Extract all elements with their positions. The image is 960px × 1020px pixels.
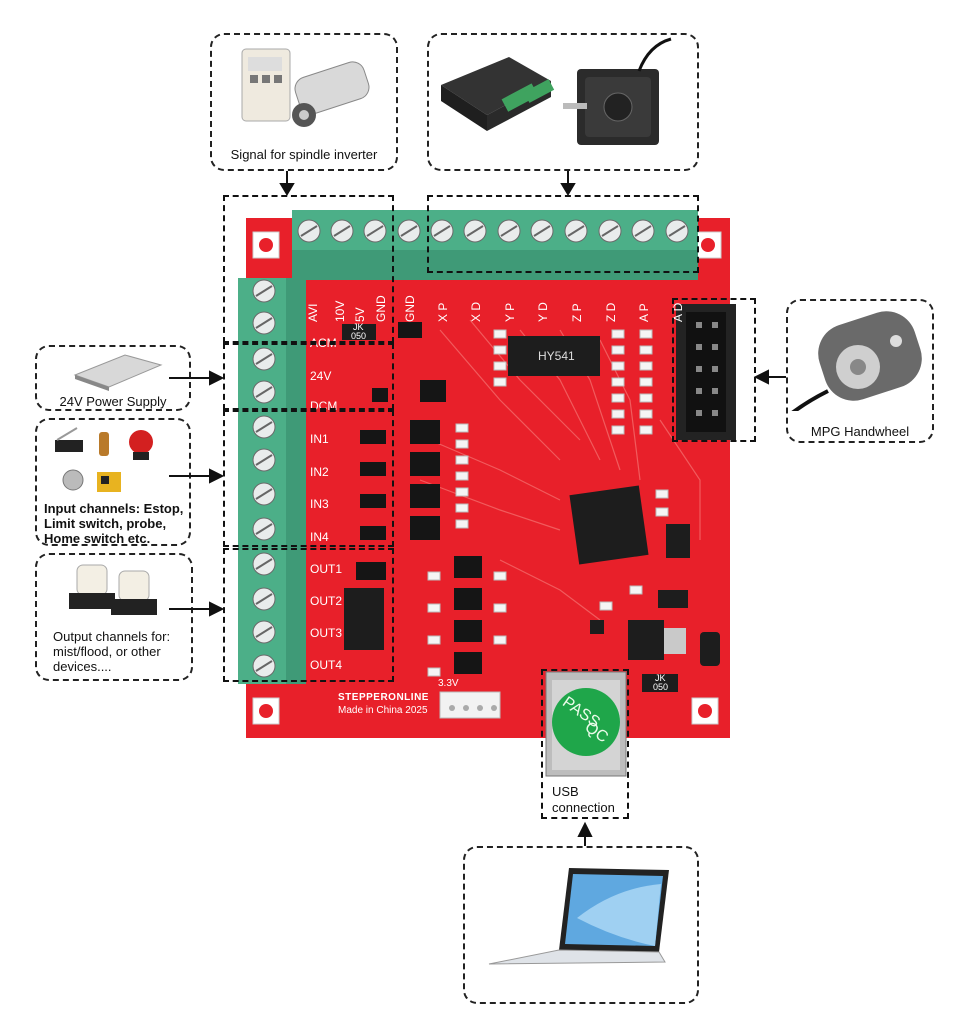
usb-caption-line2: connection bbox=[552, 800, 615, 815]
left-pin-label: OUT4 bbox=[310, 658, 343, 672]
top-screw-slot bbox=[433, 225, 451, 237]
top-pin-label: GND bbox=[403, 295, 417, 322]
brand-label: STEPPERONLINE bbox=[338, 692, 429, 703]
left-pin-label: IN2 bbox=[310, 465, 329, 479]
top-screw-slot bbox=[533, 225, 551, 237]
mpg-handwheel-image bbox=[791, 311, 922, 411]
top-screw-slot bbox=[668, 225, 686, 237]
qc-pass-sticker bbox=[552, 688, 620, 756]
left-screw-slot bbox=[255, 660, 273, 672]
input-caption-line2: Limit switch, probe, bbox=[44, 516, 167, 531]
top-pin-label: A P bbox=[637, 303, 651, 322]
diode-bottom-jk: JK bbox=[655, 673, 666, 683]
input-channels-region bbox=[223, 410, 394, 547]
driver-chip-label: HY541 bbox=[538, 349, 575, 363]
power-caption: 24V Power Supply bbox=[59, 394, 167, 409]
top-pin-label: Z P bbox=[570, 303, 584, 322]
top-pin-label: Y D bbox=[536, 302, 550, 322]
left-pin-label: 24V bbox=[310, 369, 332, 383]
diode-top-jk: JK bbox=[353, 322, 364, 332]
left-screw-slot bbox=[255, 285, 273, 297]
top-screw-slot bbox=[601, 225, 619, 237]
power-supply-box: 24V Power Supply bbox=[35, 345, 191, 411]
left-screw-slot bbox=[255, 317, 273, 329]
left-screw-slot bbox=[255, 386, 273, 398]
left-pin-label: OUT1 bbox=[310, 562, 343, 576]
usb-caption-line1: USB bbox=[552, 784, 579, 799]
voltage-33-label: 3.3V bbox=[438, 678, 459, 689]
top-screw-slot bbox=[300, 225, 318, 237]
output-driver-ic bbox=[344, 588, 384, 650]
mpg-caption: MPG Handwheel bbox=[810, 424, 910, 439]
microcontroller-chip bbox=[569, 485, 649, 565]
left-screw-slot bbox=[255, 558, 273, 570]
spindle-inverter-box: Signal for spindle inverter bbox=[210, 33, 398, 171]
left-pin-label: IN1 bbox=[310, 432, 329, 446]
mpg-handwheel-box: MPG Handwheel bbox=[786, 299, 934, 443]
left-screw-slot bbox=[255, 353, 273, 365]
laptop-image bbox=[488, 868, 669, 965]
mpg-header-region bbox=[672, 298, 756, 442]
output-caption-line1: Output channels for: bbox=[53, 629, 171, 644]
top-screw-slot bbox=[567, 225, 585, 237]
left-screw-slot bbox=[255, 626, 273, 638]
top-screw-slot bbox=[466, 225, 484, 237]
top-pin-label: X P bbox=[436, 302, 450, 322]
output-caption-line3: devices.... bbox=[53, 659, 112, 674]
spindle-inverter-image bbox=[241, 48, 370, 127]
top-pin-label: X D bbox=[469, 301, 483, 322]
power-supply-image bbox=[73, 354, 163, 391]
stepper-driver-box bbox=[427, 33, 699, 171]
input-caption-line1: Input channels: Estop, bbox=[44, 501, 184, 516]
stepper-signal-region bbox=[427, 195, 699, 273]
input-devices-box: Input channels: Estop, Limit switch, pro… bbox=[35, 418, 191, 546]
diode-bottom-code: 050 bbox=[653, 682, 669, 692]
top-screw-slot bbox=[500, 225, 518, 237]
left-screw-slot bbox=[255, 421, 273, 433]
relay-image bbox=[69, 564, 157, 615]
output-devices-box: Output channels for: mist/flood, or othe… bbox=[35, 553, 193, 681]
left-screw-slot bbox=[255, 593, 273, 605]
spindle-signal-region bbox=[223, 195, 394, 343]
left-screw-slot bbox=[255, 454, 273, 466]
top-screw-slot bbox=[400, 225, 418, 237]
top-pin-label: Z D bbox=[604, 302, 618, 322]
output-caption-line2: mist/flood, or other bbox=[53, 644, 161, 659]
left-pin-label: OUT3 bbox=[310, 626, 343, 640]
top-screw-slot bbox=[634, 225, 652, 237]
driver-chip bbox=[508, 336, 600, 376]
left-screw-slot bbox=[255, 523, 273, 535]
laptop-box bbox=[463, 846, 699, 1004]
power-input-region bbox=[223, 343, 394, 410]
top-screw-terminals bbox=[297, 219, 689, 243]
top-pin-label: Y P bbox=[503, 302, 517, 322]
diode-top-code: 050 bbox=[351, 331, 367, 341]
output-channels-region bbox=[223, 548, 394, 682]
made-in-label: Made in China 2025 bbox=[338, 705, 428, 716]
left-pin-label: IN3 bbox=[310, 497, 329, 511]
input-devices-image bbox=[55, 427, 153, 492]
input-caption-line3: Home switch etc. bbox=[44, 531, 151, 546]
left-pin-label: OUT2 bbox=[310, 594, 343, 608]
left-screw-terminals bbox=[252, 279, 276, 678]
spindle-caption: Signal for spindle inverter bbox=[230, 147, 378, 162]
top-screw-slot bbox=[366, 225, 384, 237]
usb-region bbox=[541, 669, 629, 819]
left-screw-slot bbox=[255, 488, 273, 500]
left-pin-label: IN4 bbox=[310, 530, 329, 544]
top-screw-slot bbox=[333, 225, 351, 237]
stepper-driver-motor-image bbox=[441, 37, 672, 145]
